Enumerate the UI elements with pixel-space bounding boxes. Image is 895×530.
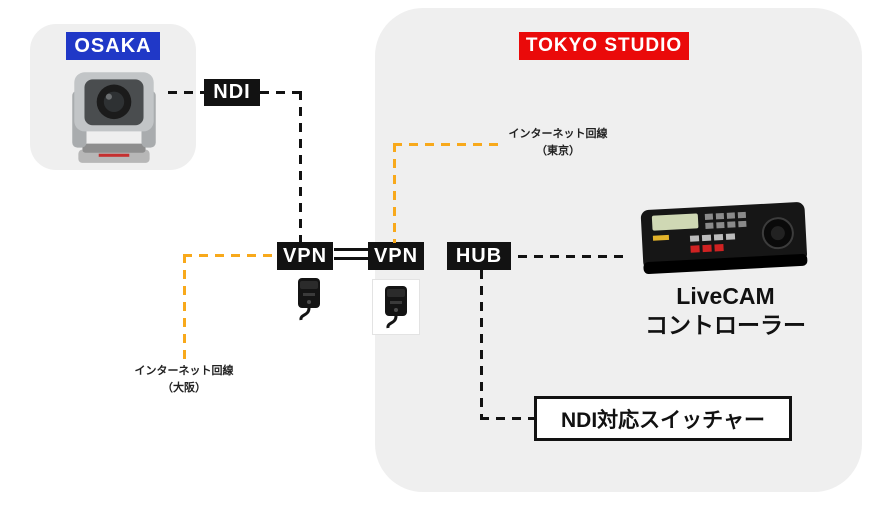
ptz-camera-graphic — [72, 72, 156, 163]
internet-line-osaka-vertical — [183, 254, 186, 362]
livecam-controller-icon — [638, 194, 810, 280]
vpn-node-osaka: VPN — [277, 242, 333, 270]
line-corner-to-vpn — [299, 91, 302, 243]
vpn-node-tokyo: VPN — [368, 242, 424, 270]
livecam-controller-label-line2: コントローラー — [645, 311, 806, 338]
internet-line-tokyo-label: インターネット回線 （東京） — [498, 126, 618, 159]
line-ndi-to-corner — [260, 91, 302, 94]
vpn-router-tokyo-graphic — [385, 286, 407, 329]
internet-line-tokyo-vertical — [393, 143, 396, 243]
ptz-camera-icon — [58, 56, 170, 168]
ndi-switcher-box: NDI対応スイッチャー — [534, 396, 792, 441]
internet-line-tokyo-label-line2: （東京） — [536, 144, 580, 157]
vpn-link-line-top — [334, 248, 368, 251]
internet-line-osaka-label-line1: インターネット回線 — [134, 365, 234, 377]
internet-line-tokyo-label-line1: インターネット回線 — [508, 128, 608, 140]
line-hub-to-switcher-vertical — [480, 270, 483, 418]
hub-node: HUB — [447, 242, 511, 270]
tokyo-studio-label-badge: TOKYO STUDIO — [519, 32, 689, 60]
internet-line-osaka-label-line2: （大阪） — [162, 381, 206, 394]
vpn-router-osaka-graphic — [298, 278, 320, 321]
vpn-link-line-bottom — [334, 257, 368, 260]
vpn-router-tokyo-icon — [373, 280, 419, 334]
internet-line-tokyo-horizontal — [393, 143, 498, 146]
livecam-controller-graphic — [640, 202, 808, 274]
livecam-controller-label-line1: LiveCAM — [676, 283, 775, 309]
vpn-router-osaka-icon — [291, 276, 327, 322]
livecam-controller-label: LiveCAM コントローラー — [628, 282, 823, 340]
internet-line-osaka-horizontal — [183, 254, 277, 257]
line-camera-to-ndi — [168, 91, 204, 94]
osaka-label-badge: OSAKA — [66, 32, 160, 60]
ndi-node: NDI — [204, 79, 260, 106]
internet-line-osaka-label: インターネット回線 （大阪） — [118, 363, 250, 396]
line-hub-to-switcher-horizontal — [480, 417, 534, 420]
line-hub-to-controller — [518, 255, 630, 258]
